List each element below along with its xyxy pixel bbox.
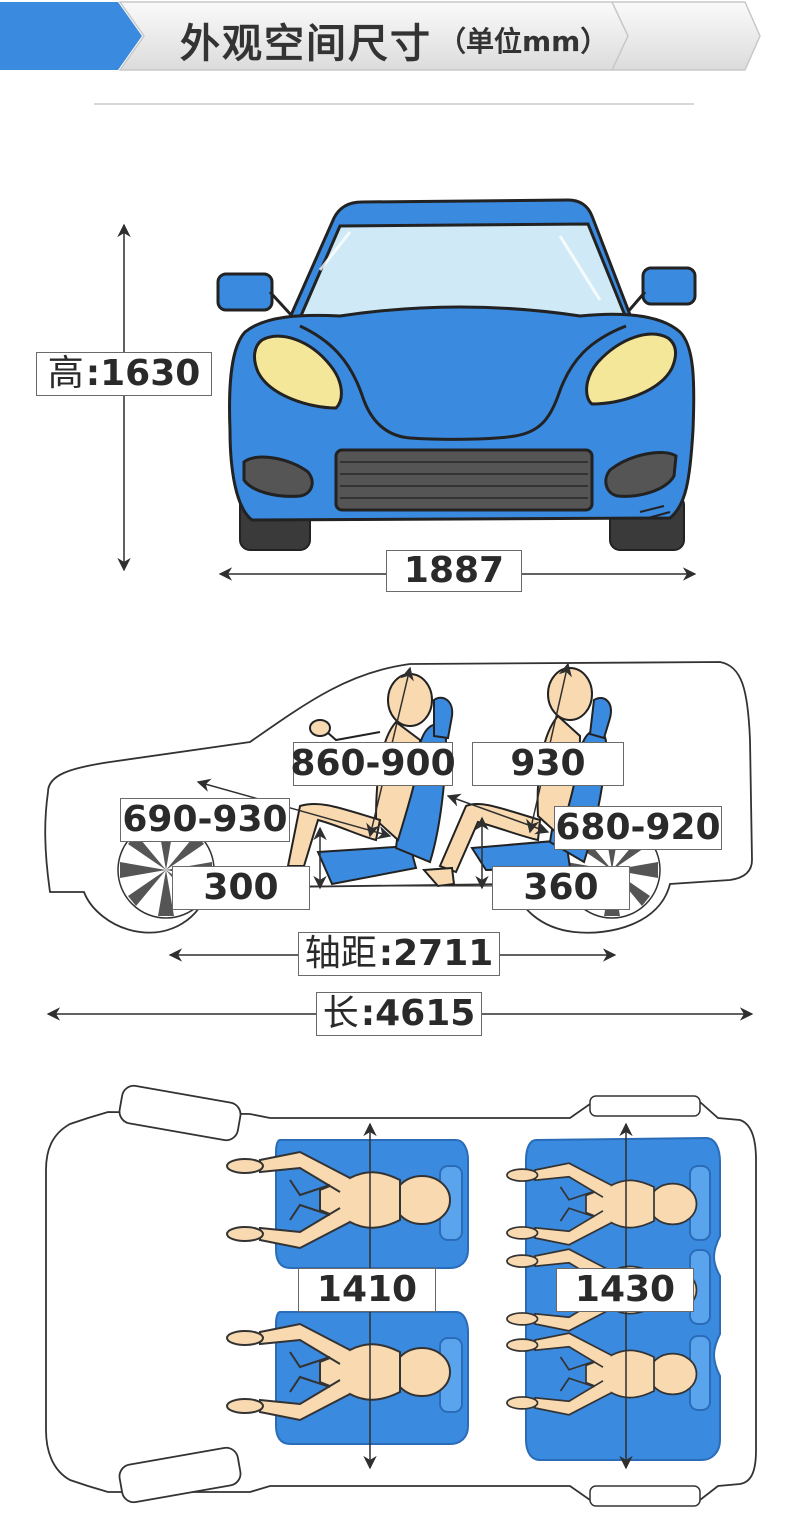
- rear-shoulder-value: 1430: [574, 1269, 676, 1310]
- width-value: 1887: [403, 550, 505, 591]
- rear-headrest: [588, 697, 612, 740]
- front-view-car: [216, 198, 697, 551]
- rear-headroom-label: 930: [472, 742, 624, 786]
- title-main: 外观空间尺寸: [180, 21, 432, 67]
- front-seat-cushion: [316, 844, 418, 886]
- wheelbase-key: 轴距: [304, 933, 377, 974]
- front-headroom-value: 860-900: [290, 743, 456, 784]
- page-title: 外观空间尺寸 （单位mm）: [180, 12, 608, 68]
- front-left-wheel-top: [118, 1084, 242, 1142]
- rear-legroom-label: 680-920: [554, 806, 722, 850]
- front-shoulder-value: 1410: [316, 1269, 418, 1310]
- title-unit: （单位mm）: [438, 25, 609, 58]
- header-banner: [0, 1, 761, 105]
- left-mirror: [216, 272, 274, 312]
- front-shoulder-label: 1410: [298, 1268, 436, 1312]
- front-grille: [334, 448, 594, 512]
- front-legroom-label: 690-930: [120, 798, 290, 842]
- rear-seat-height-value: 360: [523, 867, 599, 908]
- header-blue-arrow: [0, 2, 142, 70]
- front-right-wheel-top: [118, 1446, 242, 1504]
- rear-shoulder-label: 1430: [556, 1268, 694, 1312]
- left-fog-lamp: [242, 455, 314, 498]
- windshield: [297, 222, 629, 320]
- height-label: 高:1630: [36, 352, 212, 396]
- front-headrest: [433, 696, 454, 740]
- right-headlight: [585, 332, 677, 406]
- front-seat-height-value: 300: [203, 867, 279, 908]
- height-key: 高: [47, 353, 84, 394]
- length-label: 长:4615: [316, 992, 482, 1036]
- left-headlight: [253, 334, 343, 410]
- right-mirror: [641, 266, 697, 306]
- front-legroom-value: 690-930: [122, 799, 288, 840]
- length-key: 长: [322, 993, 359, 1034]
- rear-seat-height-label: 360: [492, 866, 630, 910]
- width-label: 1887: [386, 550, 522, 592]
- right-fog-lamp: [604, 451, 678, 498]
- rear-legroom-value: 680-920: [555, 807, 721, 848]
- height-value: :1630: [85, 353, 201, 394]
- length-value: :4615: [360, 993, 476, 1034]
- rear-passenger-head: [547, 667, 593, 721]
- front-passenger-head: [387, 673, 433, 727]
- wheelbase-value: :2711: [378, 933, 494, 974]
- header-tab: [118, 1, 761, 71]
- wheelbase-label: 轴距:2711: [298, 932, 500, 976]
- rear-headroom-value: 930: [510, 743, 586, 784]
- front-headroom-label: 860-900: [290, 742, 456, 786]
- front-seat-height-label: 300: [172, 866, 310, 910]
